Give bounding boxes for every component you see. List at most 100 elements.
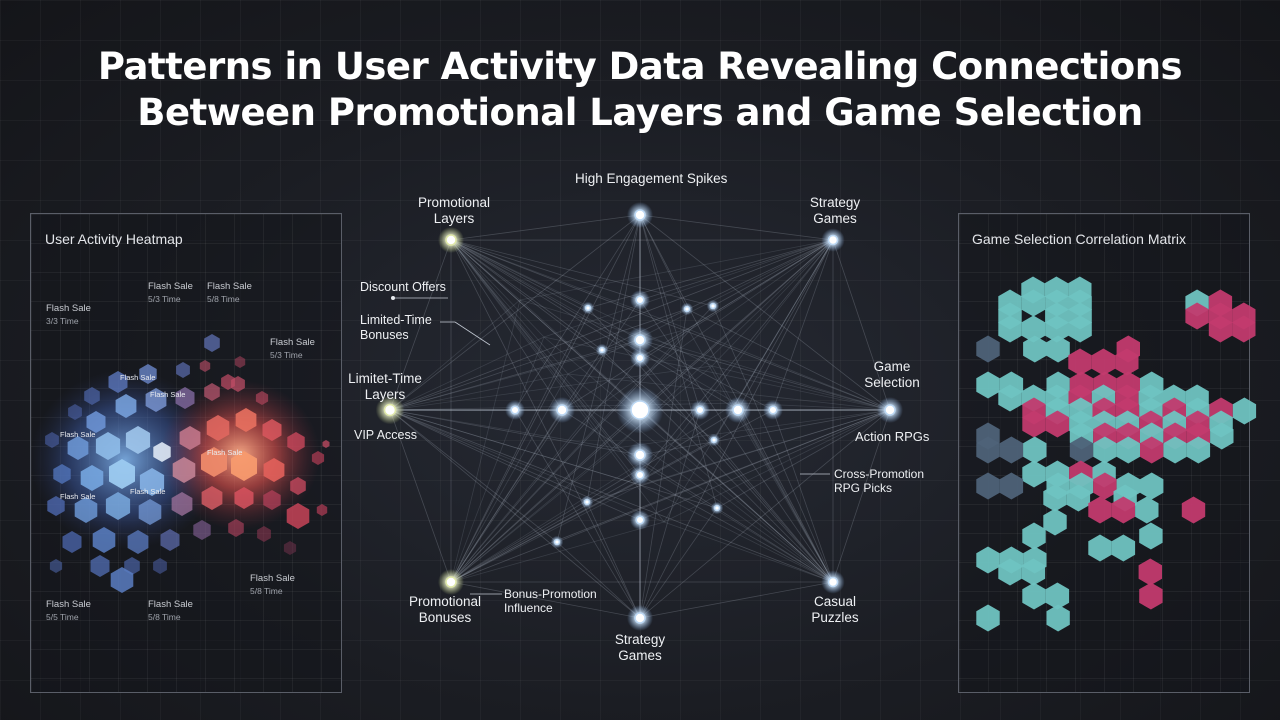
matrix-cell <box>1046 604 1070 632</box>
heatmap-hex <box>204 334 220 352</box>
network-edge <box>450 239 593 412</box>
matrix-cell <box>1139 522 1163 550</box>
matrix-cell <box>1111 496 1136 524</box>
network-edge <box>450 299 641 583</box>
matrix-cell <box>1111 534 1136 562</box>
network-edge <box>389 409 641 456</box>
matrix-cell <box>1068 315 1092 343</box>
network-node-inner <box>768 405 778 415</box>
network-node-promotional-bonuses <box>445 576 457 588</box>
network-edge <box>389 214 641 411</box>
network-edge <box>737 239 834 411</box>
network-edge <box>567 239 834 375</box>
heatmap-hex <box>228 519 244 537</box>
network-node-inner <box>635 295 645 305</box>
matrix-cell <box>1022 522 1046 550</box>
network-edge <box>450 239 521 301</box>
heatmap-hex <box>139 364 157 384</box>
network-edge <box>639 409 834 583</box>
heatmap-hex <box>221 374 235 390</box>
node-label-high-engagement: High Engagement Spikes <box>575 171 728 186</box>
heatmap-hex <box>49 559 63 573</box>
network-edge <box>556 541 641 619</box>
network-node-minor <box>583 498 591 506</box>
heatmap-hex <box>105 492 131 520</box>
matrix-cell <box>1043 484 1067 512</box>
matrix-cell <box>1091 348 1116 376</box>
network-edge <box>587 239 834 309</box>
heatmap-hex <box>286 503 310 529</box>
network-node-minor <box>553 538 561 546</box>
network-edge <box>389 409 834 583</box>
heatmap-hex <box>86 411 106 433</box>
matrix-cell <box>1186 436 1211 464</box>
network-edge <box>663 239 834 523</box>
network-node-promotional-layers <box>445 234 457 246</box>
network-edge <box>663 521 834 583</box>
heatmap-hex <box>139 468 165 496</box>
heatmap-inner-label: Flash Sale <box>207 448 243 457</box>
heatmap-hex <box>316 504 328 516</box>
matrix-cell <box>1021 289 1046 317</box>
network-edge <box>389 299 521 411</box>
heatmap-hex <box>287 432 305 452</box>
network-edge <box>639 239 834 619</box>
network-edge <box>450 305 714 583</box>
matrix-cell <box>1140 472 1164 500</box>
network-edge <box>450 484 641 583</box>
network-node-inner <box>695 405 705 415</box>
matrix-cell <box>1163 436 1187 464</box>
title-line-1: Patterns in User Activity Data Revealing… <box>97 45 1183 88</box>
network-edge <box>663 409 891 523</box>
title-line-2: Between Promotional Layers and Game Sele… <box>137 91 1143 134</box>
network-edge <box>450 239 715 441</box>
network-edge <box>639 214 891 411</box>
network-edge <box>615 447 834 583</box>
matrix-cell <box>1139 582 1163 610</box>
node-label-promotional-layers: Promotional Layers <box>417 195 491 226</box>
network-edge <box>735 402 891 411</box>
network-edge <box>735 402 834 583</box>
heatmap-hex <box>235 408 257 432</box>
network-edge <box>389 365 713 411</box>
network-edge <box>586 409 891 503</box>
network-edge <box>713 439 834 583</box>
network-edge <box>514 214 641 411</box>
matrix-cell <box>1093 436 1117 464</box>
network-edge <box>450 447 617 583</box>
heatmap-hex <box>263 458 285 482</box>
network-edge <box>450 474 641 583</box>
network-edge <box>450 409 563 583</box>
heatmap-hex <box>115 394 137 418</box>
network-node-inner <box>635 515 645 525</box>
heatmap-hex <box>138 499 162 525</box>
matrix-cell <box>976 335 1000 363</box>
heatmap-hex <box>290 477 306 495</box>
matrix-cell <box>976 371 1000 399</box>
network-edge <box>639 214 688 310</box>
network-node-hub <box>630 400 650 420</box>
matrix-cell <box>976 546 1000 574</box>
annotation-limited-time-bonuses: Limited-Time Bonuses <box>360 313 432 342</box>
network-edge <box>450 410 593 583</box>
network-edge <box>716 409 891 509</box>
network-edge <box>735 239 834 404</box>
heatmap-hex <box>45 432 59 448</box>
heatmap-hex <box>201 447 227 477</box>
network-edge <box>389 239 834 411</box>
node-label-limited-time-layers: Limitet-Time Layers <box>348 371 422 402</box>
page-title: Patterns in User Activity Data Revealing… <box>0 44 1280 136</box>
network-edge <box>687 328 834 583</box>
matrix-cell <box>1068 348 1092 376</box>
network-edge <box>711 365 891 411</box>
network-edge <box>639 339 891 411</box>
network-edge <box>450 336 545 583</box>
network-edge <box>556 214 641 543</box>
network-edge <box>737 409 834 583</box>
matrix-cell <box>976 604 1000 632</box>
heatmap-hex <box>62 531 82 553</box>
